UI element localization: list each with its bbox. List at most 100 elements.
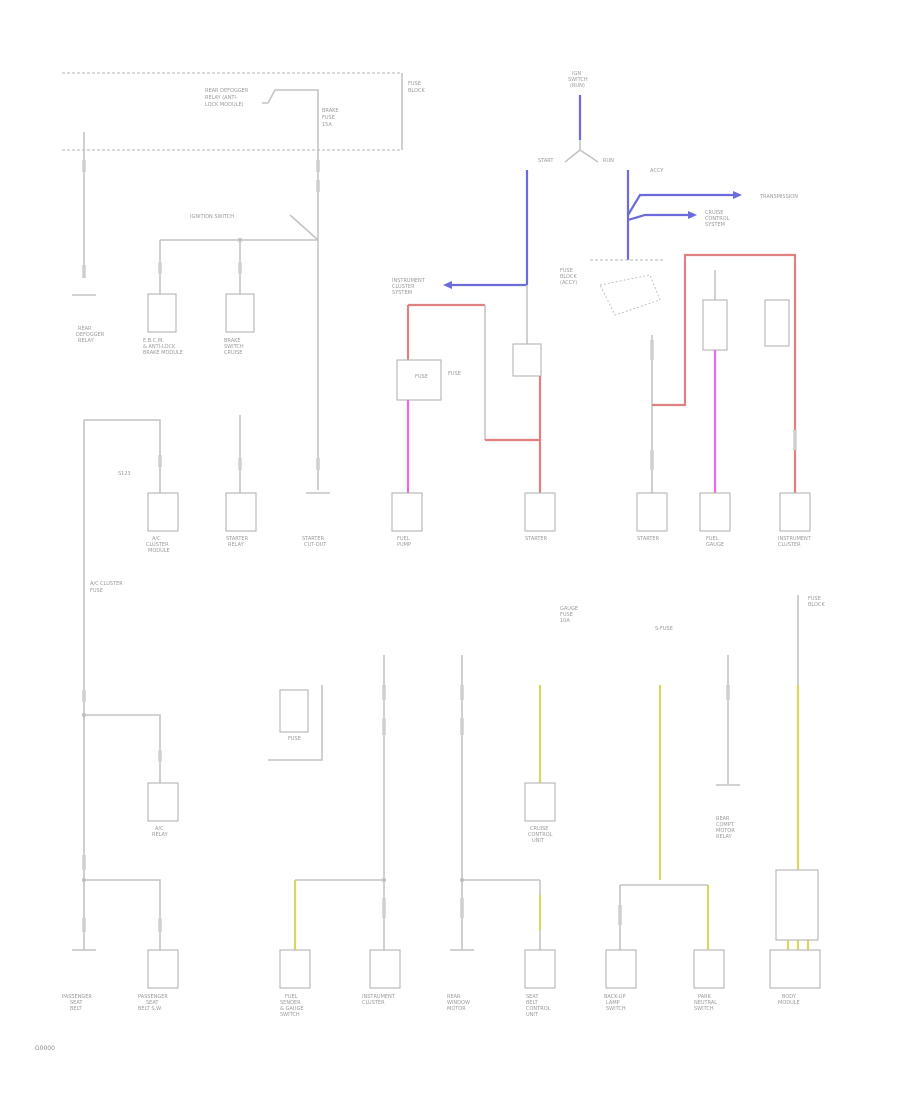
svg-text:15A: 15A: [322, 122, 332, 128]
svg-text:(RUN): (RUN): [570, 83, 585, 89]
svg-text:GAUGE: GAUGE: [706, 542, 724, 548]
svg-text:BLOCK: BLOCK: [408, 88, 425, 94]
svg-text:LAMP: LAMP: [606, 1000, 620, 1006]
gauge-fuse-label: GAUGE: [560, 606, 578, 612]
ac-relay-label: A/C: [155, 826, 164, 832]
svg-text:RELAY: RELAY: [716, 834, 733, 840]
svg-text:MOTOR: MOTOR: [447, 1006, 466, 1012]
ac-relay-box: [147, 782, 179, 822]
svg-text:CLUSTER: CLUSTER: [362, 1000, 385, 1006]
svg-text:FUSE: FUSE: [415, 374, 428, 380]
seat-belt-unit-box: [524, 949, 556, 989]
park-neutral-label: PARK: [698, 994, 712, 1000]
svg-text:MODULE: MODULE: [778, 1000, 800, 1006]
svg-text:BRAKE MODULE: BRAKE MODULE: [143, 350, 183, 356]
ac-cluster-fuse-label: A/C CLUSTER: [90, 581, 123, 587]
ebcm-box: [147, 293, 177, 333]
fuel-sender-label: FUEL: [285, 994, 298, 1000]
small-relay-box: [279, 689, 309, 733]
starter-cutout-label: STARTER: [302, 536, 325, 542]
svg-text:SWITCH: SWITCH: [280, 1012, 300, 1018]
svg-text:SWITCH: SWITCH: [606, 1006, 626, 1012]
bottom-left-section: A/C CLUSTER FUSE A/C RELAY PASSENGER SEA…: [35, 581, 323, 1052]
instrument-cluster-label: INSTRUMENT: [778, 536, 812, 542]
s-fuse-label: S-FUSE: [655, 626, 673, 632]
svg-text:BLOCK: BLOCK: [808, 602, 825, 608]
brake-fuse-label: BRAKE: [322, 108, 339, 114]
svg-text:FUSE: FUSE: [322, 115, 335, 121]
svg-text:SEAT: SEAT: [70, 1000, 83, 1006]
svg-text:BELT: BELT: [526, 1000, 539, 1006]
body-module-connector: [775, 869, 819, 941]
seat-belt-unit-label: SEAT: [526, 994, 539, 1000]
svg-text:BELT: BELT: [70, 1006, 83, 1012]
instrument-cluster-2-box: [369, 949, 401, 989]
svg-text:DEFOGGER: DEFOGGER: [76, 332, 105, 338]
brake-switch-label: BRAKE: [224, 338, 241, 344]
svg-text:CLUSTER: CLUSTER: [778, 542, 801, 548]
starter-relay-mid-box: [512, 343, 542, 377]
bottom-right-section: FUEL SENDER & GAUGE SWITCH INSTRUMENT CL…: [279, 595, 825, 1018]
instrument-system-label: INSTRUMENT: [392, 278, 426, 284]
rear-motor-label: REAR: [716, 816, 730, 822]
fuel-sender-box: [279, 949, 311, 989]
svg-text:RELAY: RELAY: [78, 338, 95, 344]
svg-text:FUSE: FUSE: [288, 736, 301, 742]
svg-text:FUSE: FUSE: [560, 612, 573, 618]
svg-text:& GAUGE: & GAUGE: [280, 1006, 303, 1012]
svg-text:RELAY: RELAY: [228, 542, 245, 548]
cluster-module-box: [147, 492, 179, 532]
svg-text:BLOCK: BLOCK: [560, 274, 577, 280]
svg-text:UNIT: UNIT: [532, 838, 545, 844]
instrument-cluster-box: [779, 492, 811, 532]
backup-switch-box: [605, 949, 637, 989]
run-terminal-label: RUN: [603, 158, 614, 164]
top-left-section: FUSE BLOCK REAR DEFOGGER RELAY (ANTI- LO…: [62, 72, 425, 490]
transmission-label: TRANSMISSION: [759, 194, 798, 200]
ign-switch-top-label: IGN: [572, 71, 581, 77]
fuel-gauge-label: FUEL: [706, 536, 719, 542]
svg-text:CONTROL: CONTROL: [528, 832, 553, 838]
cluster-splice-label: S123: [118, 471, 131, 477]
svg-text:SWITCH: SWITCH: [694, 1006, 714, 1012]
rear-window-label: REAR: [447, 994, 461, 1000]
svg-text:RELAY: RELAY: [152, 832, 169, 838]
passenger-seat-buckle-box: [147, 949, 179, 989]
starter-1-label: STARTER: [525, 536, 548, 542]
fuel-pump-relay-box: [396, 359, 442, 401]
svg-text:SENDER: SENDER: [280, 1000, 301, 1006]
svg-text:SYSTEM: SYSTEM: [392, 290, 412, 296]
backup-switch-label: BACK-UP: [604, 994, 626, 1000]
fuse-block-mid-label: FUSE: [560, 268, 573, 274]
svg-text:SWITCH: SWITCH: [568, 77, 588, 83]
brake-switch-box: [225, 293, 255, 333]
svg-text:CLUSTER: CLUSTER: [392, 284, 415, 290]
fuel-pump-label: FUEL: [397, 536, 410, 542]
svg-text:MODULE: MODULE: [148, 548, 170, 554]
top-right-section: IGN SWITCH (RUN) START RUN INSTRUMENT CL…: [391, 71, 812, 548]
figure-code: G0000: [35, 1045, 55, 1052]
svg-text:SEAT: SEAT: [146, 1000, 159, 1006]
svg-text:NEUTRAL: NEUTRAL: [694, 1000, 717, 1006]
svg-text:& ANTI-LOCK: & ANTI-LOCK: [143, 344, 176, 350]
fuse-block-top-label: FUSE: [408, 81, 421, 87]
svg-text:SYSTEM: SYSTEM: [705, 222, 725, 228]
start-terminal-label: START: [538, 158, 554, 164]
svg-text:CONTROL: CONTROL: [526, 1006, 551, 1012]
svg-text:COMPT: COMPT: [716, 822, 735, 828]
rear-defogger-label: REAR: [78, 326, 92, 332]
acc-label: ACCY: [650, 168, 664, 174]
svg-text:PUMP: PUMP: [397, 542, 411, 548]
svg-text:CLUSTER: CLUSTER: [146, 542, 169, 548]
fuel-pump-box: [391, 492, 423, 532]
svg-text:SWITCH: SWITCH: [224, 344, 244, 350]
passenger-seat-buckle-label: PASSENGER: [138, 994, 168, 1000]
fuse-block-right-label: FUSE: [808, 596, 821, 602]
fuel-gauge-box: [699, 492, 731, 532]
starter-relay-label: STARTER: [226, 536, 249, 542]
starter-relay-box: [225, 492, 257, 532]
svg-text:WINDOW: WINDOW: [447, 1000, 470, 1006]
svg-text:UNIT: UNIT: [526, 1012, 539, 1018]
instrument-relay-box: [764, 299, 790, 347]
